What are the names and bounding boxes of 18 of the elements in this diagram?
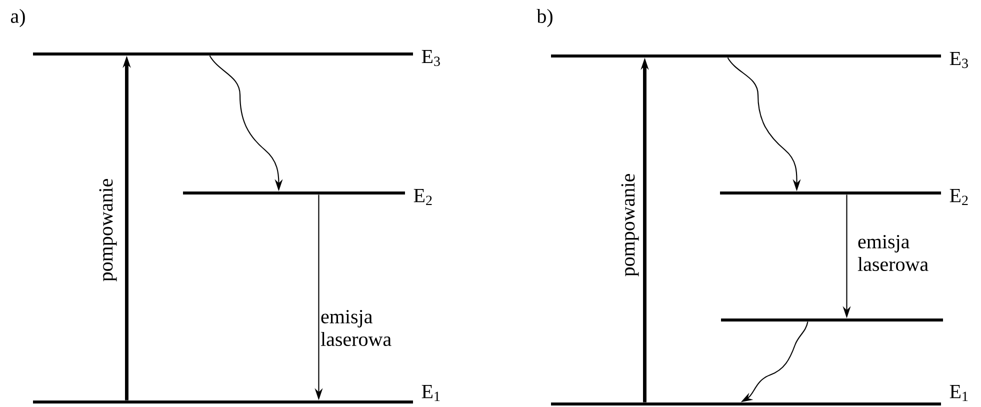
edge-label: emisja laserowa xyxy=(858,234,928,272)
node-label: E$_{3}$ xyxy=(422,50,440,66)
energy-level: E$_{1}$ xyxy=(551,385,968,406)
edge-label: pompowanie xyxy=(99,179,117,282)
energy-level: E$_{3}$ xyxy=(33,50,440,66)
edge-label: emisja laserowa xyxy=(320,310,392,346)
node-label: E$_{2}$ xyxy=(414,189,432,205)
node-label: E$_{2}$ xyxy=(950,189,968,205)
node-label: E$_{3}$ xyxy=(950,52,968,68)
energy-level: E$_{2}$ xyxy=(720,189,968,205)
node-label: E$_{1}$ xyxy=(422,385,440,401)
energy-level: E$_{1}$ xyxy=(33,385,440,404)
edge-label: pompowanie xyxy=(621,174,639,276)
panel-label: b) xyxy=(536,8,552,28)
energy-level: E$_{2}$ xyxy=(183,189,432,205)
energy-level: E$_{3}$ xyxy=(551,52,968,68)
node-label: E$_{1}$ xyxy=(950,385,968,401)
panel-label: a) xyxy=(10,8,25,28)
